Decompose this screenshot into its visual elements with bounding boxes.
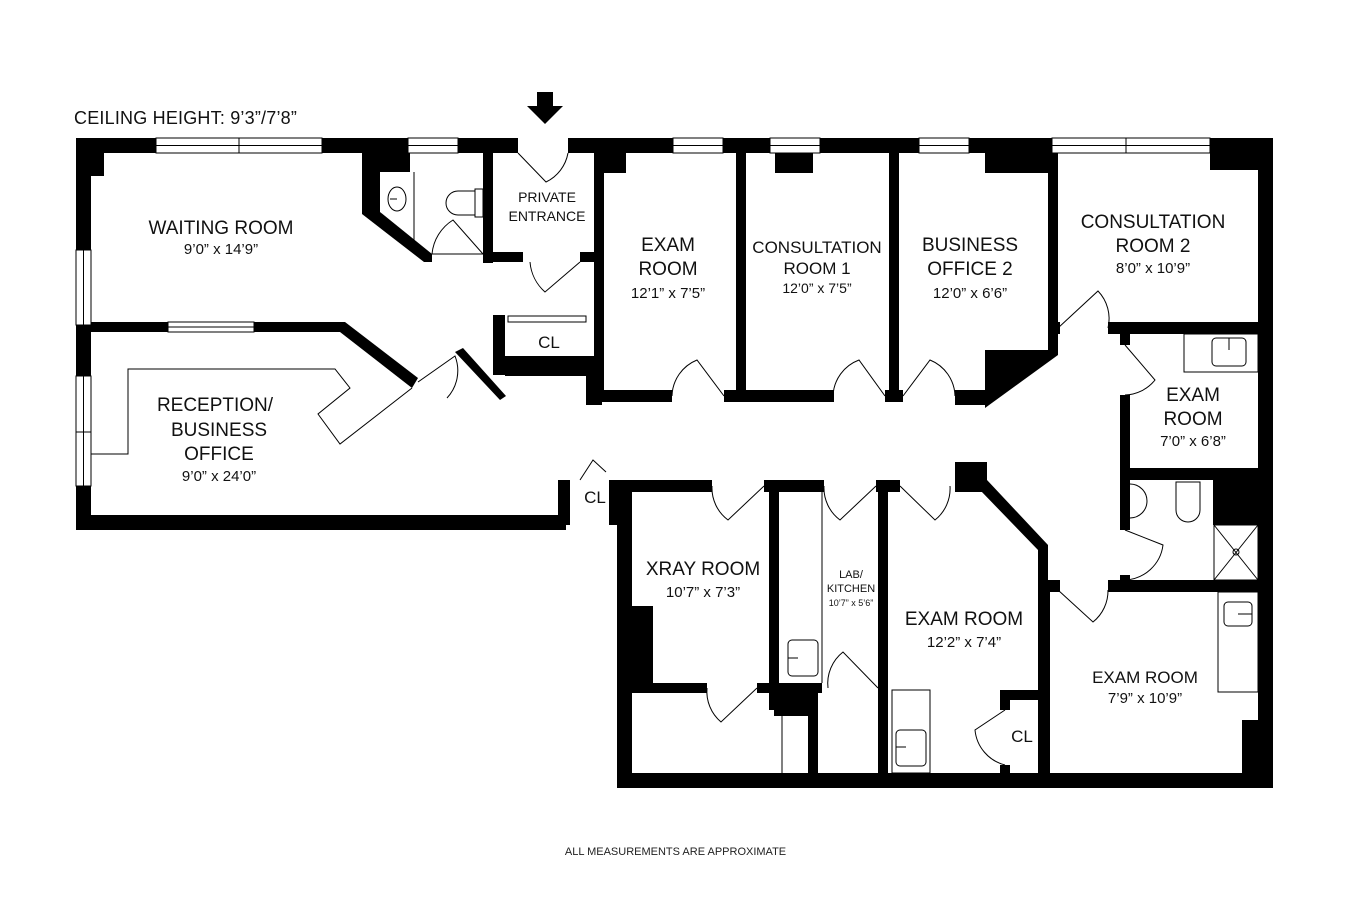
waiting-room-name: WAITING ROOM <box>149 218 294 239</box>
windows <box>75 137 1211 487</box>
lab-kitchen-line2: KITCHEN <box>827 583 875 595</box>
ceiling-height-label: CEILING HEIGHT: 9’3”/7’8” <box>74 108 298 128</box>
consultation-room-1-line2: ROOM 1 <box>783 259 850 278</box>
closet-2-label: CL <box>584 488 606 507</box>
closet-3-label: CL <box>1011 727 1033 746</box>
consultation-room-2-dim: 8’0” x 10’9” <box>1116 260 1190 277</box>
fixtures <box>91 172 1259 774</box>
xray-room-name: XRAY ROOM <box>646 559 760 580</box>
doors <box>417 152 1164 766</box>
exam-room-4-dim: 7’9” x 10’9” <box>1108 690 1182 707</box>
business-office-2-line2: OFFICE 2 <box>927 259 1013 280</box>
closet-1-label: CL <box>538 333 560 352</box>
lab-kitchen-dim: 10’7” x 5’6” <box>829 598 874 608</box>
exam-room-3-dim: 12’2” x 7’4” <box>927 634 1001 651</box>
exam-room-1-line2: ROOM <box>638 259 697 280</box>
waiting-room-dim: 9’0” x 14’9” <box>184 241 258 258</box>
lower-wing-walls <box>558 462 1050 785</box>
lab-kitchen-line1: LAB/ <box>839 569 864 581</box>
exam-room-2-dim: 7’0” x 6’8” <box>1160 433 1226 450</box>
exam-room-4-name: EXAM ROOM <box>1092 668 1198 687</box>
reception-line2: BUSINESS <box>171 420 267 441</box>
footer-note: ALL MEASUREMENTS ARE APPROXIMATE <box>564 846 787 858</box>
exam-room-3-name: EXAM ROOM <box>905 609 1023 630</box>
business-office-2-line1: BUSINESS <box>922 235 1018 256</box>
consultation-room-2-line2: ROOM 2 <box>1116 236 1191 257</box>
exam-room-1-dim: 12’1” x 7’5” <box>631 285 705 302</box>
exam-room-2-line2: ROOM <box>1163 409 1222 430</box>
exam-room-1-line1: EXAM <box>641 235 695 256</box>
private-entrance-label-1: PRIVATE <box>518 189 576 205</box>
business-office-2-dim: 12’0” x 6’6” <box>933 285 1007 302</box>
reception-dim: 9’0” x 24’0” <box>182 468 256 485</box>
room-labels: WAITING ROOM 9’0” x 14’9” PRIVATE ENTRAN… <box>149 189 1226 746</box>
down-arrow-icon <box>527 92 563 124</box>
exam-room-2-line1: EXAM <box>1166 385 1220 406</box>
interior-walls <box>91 138 1258 592</box>
private-entrance-label-2: ENTRANCE <box>508 208 585 224</box>
consultation-room-2-line1: CONSULTATION <box>1081 212 1226 233</box>
reception-line1: RECEPTION/ <box>157 395 274 416</box>
xray-room-dim: 10’7” x 7’3” <box>666 584 740 601</box>
consultation-room-1-line1: CONSULTATION <box>752 238 881 257</box>
consultation-room-1-dim: 12’0” x 7’5” <box>782 280 852 296</box>
reception-line3: OFFICE <box>184 444 254 465</box>
